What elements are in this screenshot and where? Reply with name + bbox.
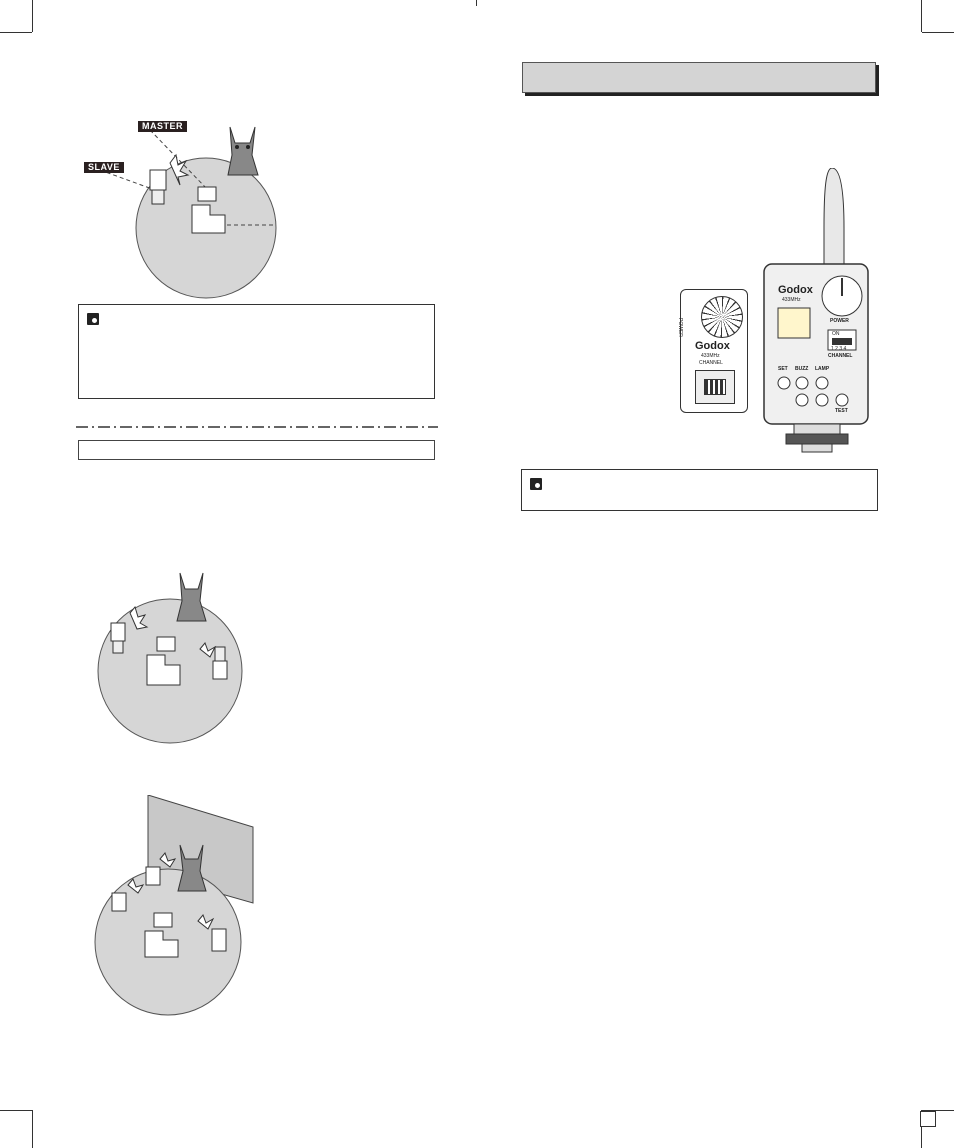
camera-icon <box>191 186 226 234</box>
transmitter-device: Godox 433MHz POWER ON 1 2 3 4 CHANNEL SE… <box>762 167 872 458</box>
slave-flash-icon <box>199 642 228 680</box>
receiver-brand: Godox <box>695 340 730 352</box>
transmitter-brand: Godox <box>778 284 813 296</box>
note-box <box>521 469 878 511</box>
section-divider <box>76 416 438 428</box>
dip-numbers: 1 2 3 4 <box>831 346 847 352</box>
test-button <box>835 393 849 407</box>
figure-multiple-slaves <box>85 565 245 745</box>
dog-icon <box>227 126 259 176</box>
crop-mark-top-center <box>476 0 477 6</box>
transmitter-frequency: 433MHz <box>782 297 801 303</box>
buzz-button-label: BUZZ <box>795 366 809 372</box>
camera-icon <box>144 912 179 958</box>
set-button <box>777 376 791 390</box>
dip-on-label: ON <box>832 331 840 337</box>
crop-mark-tr-v <box>921 0 922 32</box>
receiver-frequency: 433MHz <box>701 353 720 359</box>
note-box <box>78 304 435 399</box>
figure-master-slave <box>80 115 290 300</box>
transmitter-power-label: POWER <box>830 318 849 324</box>
note-icon <box>530 478 542 490</box>
page-number-box <box>920 1111 936 1127</box>
section-header-bar <box>522 62 876 93</box>
crop-mark-bl-v <box>32 1110 33 1148</box>
lamp-button <box>815 376 829 390</box>
slave-flash-icon <box>110 605 149 654</box>
figure-bounce-wall <box>88 794 263 1020</box>
crop-mark-bl-h <box>0 1110 32 1111</box>
right-button <box>815 393 829 407</box>
lamp-button-label: LAMP <box>815 366 830 372</box>
slave-flash-icon <box>145 852 177 886</box>
receiver-device: POWER Godox 433MHz CHANNEL <box>677 289 748 413</box>
slave-label: SLAVE <box>84 162 124 173</box>
left-button <box>795 393 809 407</box>
dog-icon <box>177 844 207 892</box>
receiver-power-label: POWER <box>677 318 683 337</box>
set-button-label: SET <box>778 366 788 372</box>
master-label: MASTER <box>138 121 187 132</box>
section-title-bar <box>78 440 435 460</box>
slave-flash-icon <box>111 878 145 912</box>
note-icon <box>87 313 99 325</box>
receiver-channel-label: CHANNEL <box>699 360 723 366</box>
crop-mark-tl-h <box>0 32 32 33</box>
slave-flash-icon <box>197 914 227 952</box>
transmitter-channel-label: CHANNEL <box>828 353 853 359</box>
slave-flash-icon <box>149 153 190 205</box>
camera-icon <box>146 636 181 686</box>
crop-mark-tl-v <box>32 0 33 32</box>
test-button-label: TEST <box>835 408 848 414</box>
power-dial <box>701 296 743 338</box>
buzz-button <box>795 376 809 390</box>
dog-icon <box>176 572 207 622</box>
crop-mark-tr-h <box>922 32 954 33</box>
crop-mark-br-h <box>922 1110 954 1111</box>
display-window <box>777 307 811 339</box>
crop-mark-br-v <box>921 1110 922 1148</box>
channel-switch <box>695 370 735 404</box>
